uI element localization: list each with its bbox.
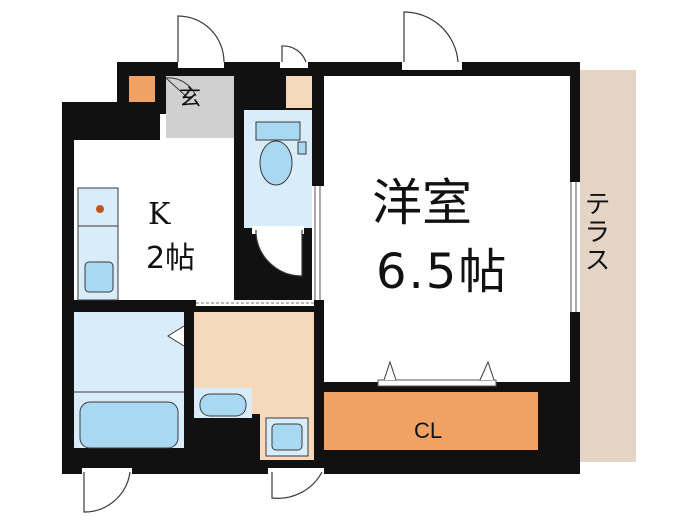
terrace-window [568, 182, 580, 312]
closet-label: CL [414, 418, 443, 443]
entrance-inner-door-icon [165, 77, 197, 101]
toilet-icon [255, 121, 307, 186]
kitchen-label: K [148, 197, 171, 232]
western-room-label: 洋室 [372, 174, 472, 232]
bathtub-icon [79, 401, 179, 449]
shoe-box [129, 76, 155, 102]
bathroom-door-icon [167, 325, 185, 347]
bathroom-bottom-door-icon [82, 468, 132, 513]
closet-door-line [377, 379, 497, 387]
terrace-area [578, 70, 636, 462]
western-room-top-door-icon [402, 11, 462, 70]
kitchen-counter [77, 187, 119, 301]
terrace-label: テラス [580, 190, 610, 274]
sliding-door-kitchen-western [312, 186, 324, 300]
washroom-bottom-door-icon [268, 468, 324, 499]
kitchen-sink-icon [84, 261, 114, 293]
kitchen-size-label: 2帖 [146, 241, 196, 276]
stove-burner-icon [96, 205, 104, 213]
closet-floor [324, 392, 538, 450]
hall-door-icon [280, 45, 308, 68]
wash-basin-icon [199, 393, 247, 417]
closet-door-icon-left [383, 360, 397, 381]
western-room-floor [324, 76, 570, 382]
entrance-door-icon [177, 15, 225, 68]
western-room-size-label: 6.5帖 [376, 244, 509, 300]
entrance-label: 玄 [179, 86, 202, 111]
closet-door-icon-right [479, 360, 495, 381]
toilet-door-icon [252, 226, 304, 277]
entrance-floor [166, 76, 234, 138]
toilet-hall-accent [286, 76, 312, 108]
